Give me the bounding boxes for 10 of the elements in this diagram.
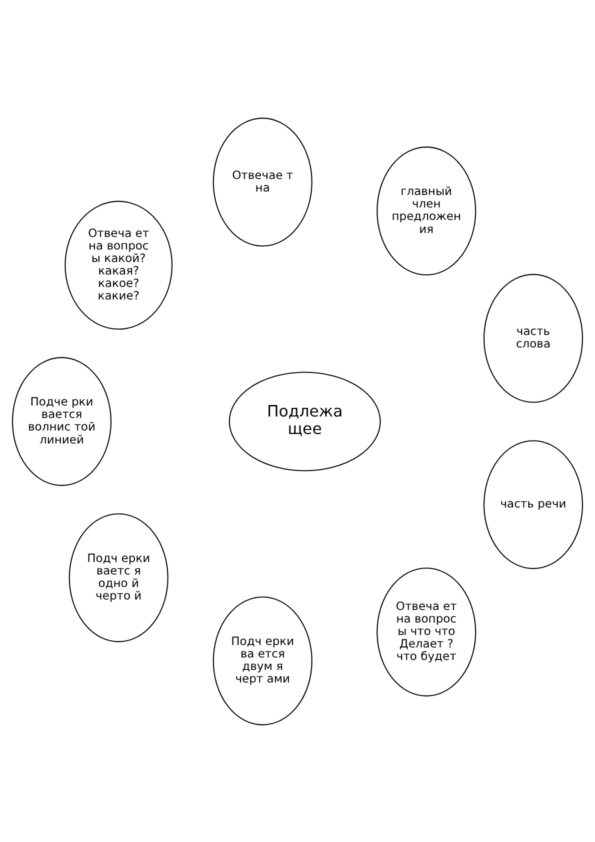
node-ellipse: Подч ерки ваетс я одно й черто й [68, 512, 168, 642]
node-ellipse: Отвечае т на [212, 117, 312, 246]
node-ellipse: Подч ерки ва ется двум я черт ами [212, 596, 312, 725]
node-ellipse: Подче рки вается волнис той линией [12, 356, 112, 486]
node-ellipse: Отвеча ет на вопрос ы какой? какая? какое? какие? [64, 200, 173, 330]
node-ellipse: Отвеча ет на вопрос ы что что Делает ? что будет [376, 567, 476, 696]
node-ellipse: часть речи [484, 440, 584, 569]
node-ellipse: часть слова [484, 273, 584, 402]
node-ellipse: главный член предложен ия [376, 146, 476, 275]
node-ellipse: Подлежа щее [228, 371, 381, 471]
